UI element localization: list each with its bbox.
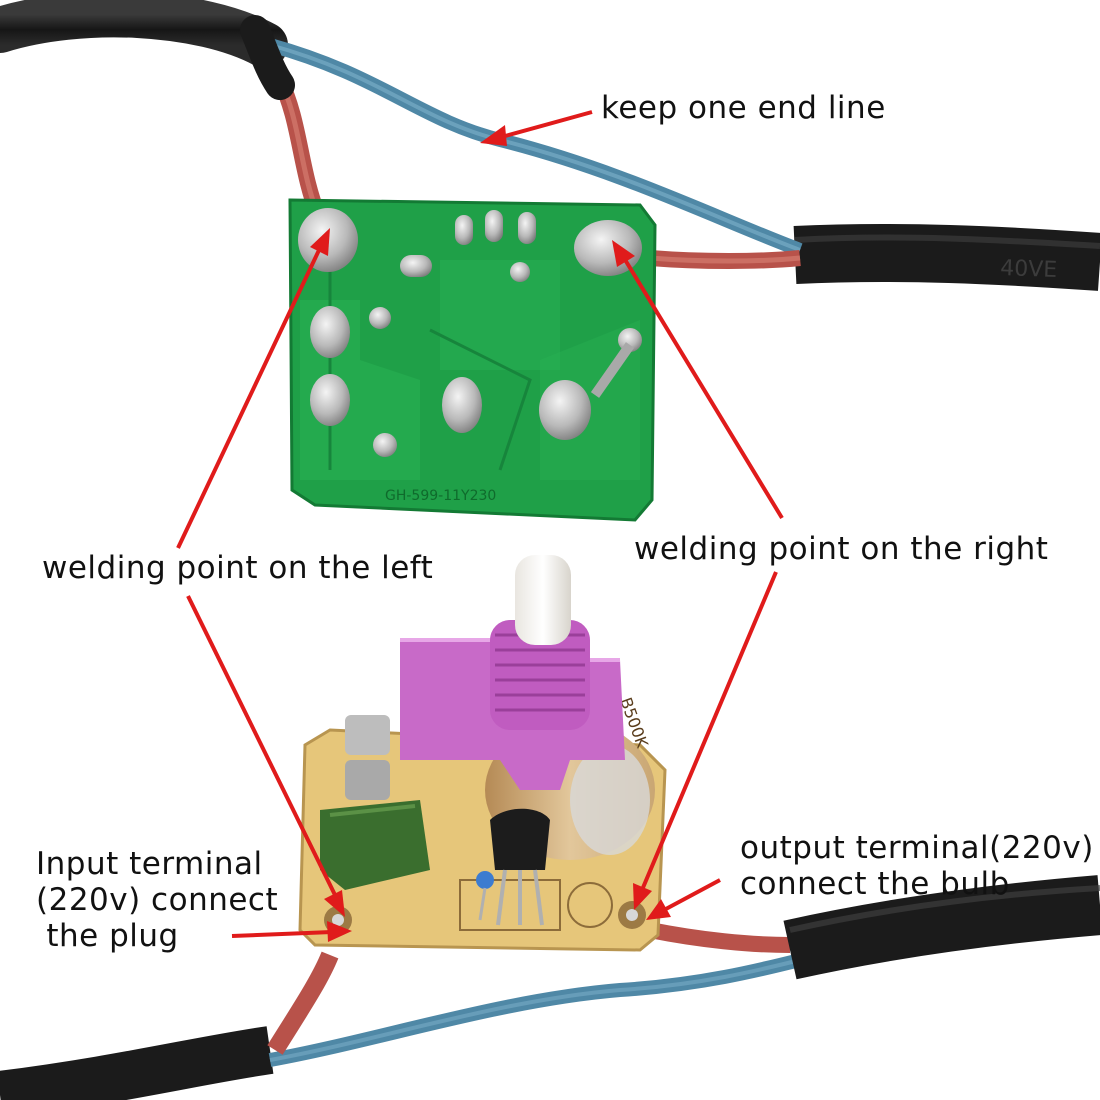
- top-cable: 40VE: [0, 0, 1100, 291]
- arrow-left-to-bottom-pad: [186, 595, 345, 917]
- arrow-right-to-bottom-pad: [633, 571, 778, 910]
- annotation-arrows: [176, 110, 784, 942]
- welding-left-label: welding point on the left: [42, 550, 434, 586]
- welding-right-label: welding point on the right: [634, 531, 1049, 567]
- input-terminal-line-1: Input terminal: [36, 846, 263, 882]
- input-terminal-label: Input terminal (220v) connect the plug: [36, 846, 278, 954]
- keep-line-label: keep one end line: [601, 90, 886, 126]
- arrow-left-to-top-pad: [176, 228, 330, 549]
- output-terminal-label: output terminal(220v) connect the bulb: [740, 830, 1094, 902]
- arrow-input-terminal: [231, 921, 352, 942]
- input-terminal-line-3: the plug: [36, 918, 179, 954]
- input-terminal-line-2: (220v) connect: [36, 882, 279, 918]
- output-terminal-line-2: connect the bulb: [740, 866, 1010, 902]
- arrow-right-to-top-pad: [612, 240, 784, 520]
- output-terminal-line-1: output terminal(220v): [740, 830, 1094, 866]
- bottom-cables: [0, 875, 1100, 1100]
- arrow-keep-line: [480, 110, 593, 146]
- pcb-code-text: GH-599-11Y230: [385, 488, 496, 504]
- arrow-output-terminal: [646, 878, 721, 920]
- top-green-pcb: GH-599-11Y230: [288, 198, 657, 522]
- dimmer-board: B500K: [298, 555, 667, 952]
- cable-print-text: 40VE: [1000, 256, 1058, 283]
